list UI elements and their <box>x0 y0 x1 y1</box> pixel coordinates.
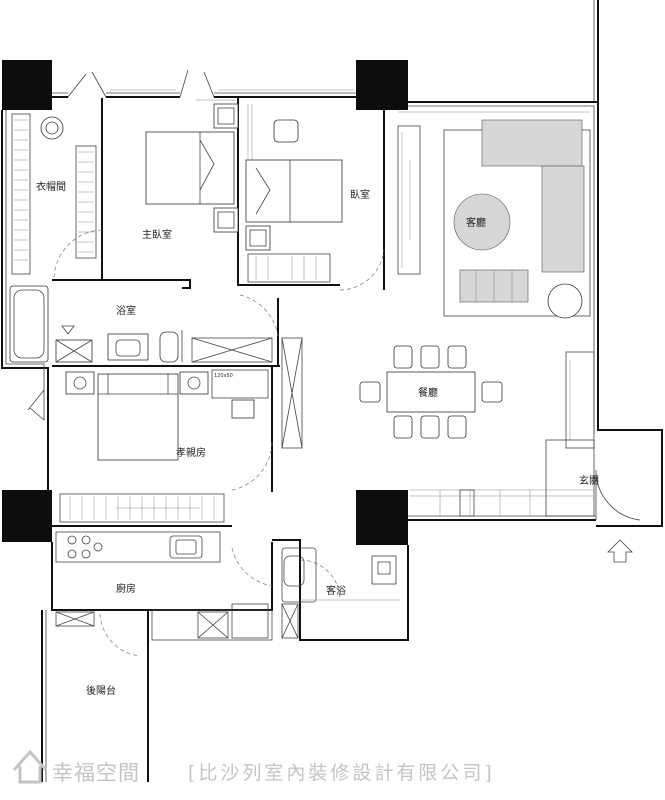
room-labels: 衣帽間 主臥室 臥室 客廳 浴室 餐廳 孝親房 玄關 廚房 客浴 後陽台 <box>36 180 599 697</box>
up-arrow-icon <box>607 539 633 563</box>
dimension-label: 120x50 <box>214 373 233 379</box>
watermark-brand: 幸福空間 <box>52 761 140 785</box>
label-kitchen: 廚房 <box>116 582 136 595</box>
column <box>356 60 408 110</box>
label-guest-bath: 客浴 <box>326 584 346 597</box>
label-dining-room: 餐廳 <box>418 386 438 399</box>
label-master-bedroom: 主臥室 <box>142 228 172 241</box>
master-bedroom-furniture <box>145 99 239 233</box>
bathroom-furniture <box>9 285 273 363</box>
cloakroom-furniture <box>11 113 97 275</box>
column <box>2 60 52 110</box>
dining-furniture <box>281 337 503 449</box>
column <box>2 490 52 542</box>
parents-room-furniture: 120x50 <box>59 369 269 523</box>
label-living-room: 客廳 <box>466 216 486 229</box>
guest-bath-furniture <box>281 547 400 639</box>
label-entrance: 玄關 <box>579 474 599 487</box>
watermark-company: [比沙列室內裝修設計有限公司] <box>188 762 495 784</box>
kitchen-furniture <box>55 531 273 641</box>
label-back-balcony: 後陽台 <box>86 684 116 697</box>
label-cloakroom: 衣帽間 <box>36 180 66 193</box>
entrance-furniture <box>410 351 595 517</box>
house-logo-icon <box>12 749 48 784</box>
bedroom-furniture <box>245 104 343 283</box>
column <box>356 490 408 545</box>
doors <box>27 69 641 657</box>
living-room-furniture <box>397 111 591 319</box>
label-bedroom: 臥室 <box>350 188 370 201</box>
label-parents-room: 孝親房 <box>176 446 206 459</box>
label-bathroom: 浴室 <box>116 304 136 317</box>
